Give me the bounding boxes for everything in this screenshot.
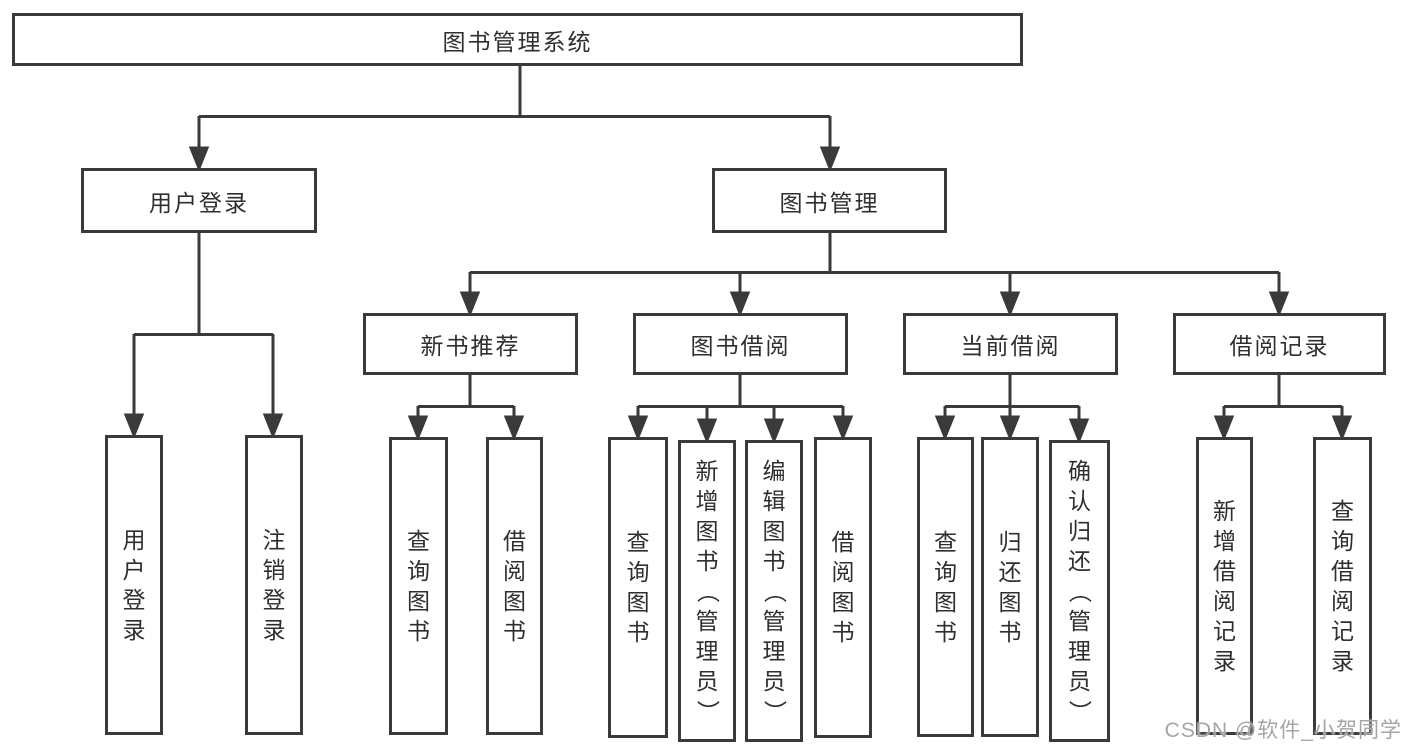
node-label: 图书借阅 bbox=[690, 333, 791, 359]
leaf-query-books-current: 查询图书 bbox=[917, 437, 974, 737]
node-book-management: 图书管理 bbox=[712, 168, 947, 233]
node-library-management-system: 图书管理系统 bbox=[12, 13, 1023, 66]
csdn-watermark: CSDN @软件_小贺同学 bbox=[1164, 719, 1402, 742]
node-label: 借阅记录 bbox=[1229, 333, 1330, 359]
connector-book-management-children bbox=[459, 233, 1290, 318]
node-user-login: 用户登录 bbox=[81, 168, 317, 233]
node-label: 图书管理系统 bbox=[442, 28, 593, 55]
leaf-return-books: 归还图书 bbox=[981, 437, 1039, 737]
leaf-logout-login: 注销登录 bbox=[245, 435, 303, 735]
connector-current-borrow-children bbox=[934, 375, 1090, 445]
connector-borrow-records-children bbox=[1213, 375, 1353, 442]
node-label: 新书推荐 bbox=[420, 333, 521, 359]
connector-new-book-children bbox=[407, 375, 525, 442]
node-borrowing-records: 借阅记录 bbox=[1173, 313, 1386, 375]
node-label: 图书管理 bbox=[779, 189, 880, 216]
leaf-query-books-borrow: 查询图书 bbox=[608, 437, 668, 738]
leaf-add-borrow-record: 新增借阅记录 bbox=[1196, 437, 1253, 735]
leaf-add-books-admin: 新增图书（管理员） bbox=[678, 440, 736, 742]
leaf-borrow-books-recommend: 借阅图书 bbox=[486, 437, 543, 735]
node-label: 当前借阅 bbox=[960, 333, 1061, 359]
leaf-borrow-books: 借阅图书 bbox=[814, 437, 872, 738]
node-book-borrowing: 图书借阅 bbox=[633, 313, 848, 375]
leaf-confirm-return-admin: 确认归还（管理员） bbox=[1049, 440, 1110, 742]
connector-root-to-level2 bbox=[188, 66, 841, 173]
connector-book-borrow-children bbox=[627, 375, 854, 445]
node-new-book-recommendation: 新书推荐 bbox=[363, 313, 578, 375]
leaf-query-books-recommend: 查询图书 bbox=[389, 437, 448, 735]
leaf-user-login: 用户登录 bbox=[105, 435, 163, 735]
node-label: 用户登录 bbox=[149, 189, 249, 216]
leaf-edit-books-admin: 编辑图书（管理员） bbox=[745, 440, 803, 742]
connector-user-login-children bbox=[123, 233, 284, 440]
node-current-borrowing: 当前借阅 bbox=[903, 313, 1118, 375]
leaf-query-borrow-record: 查询借阅记录 bbox=[1313, 437, 1372, 735]
